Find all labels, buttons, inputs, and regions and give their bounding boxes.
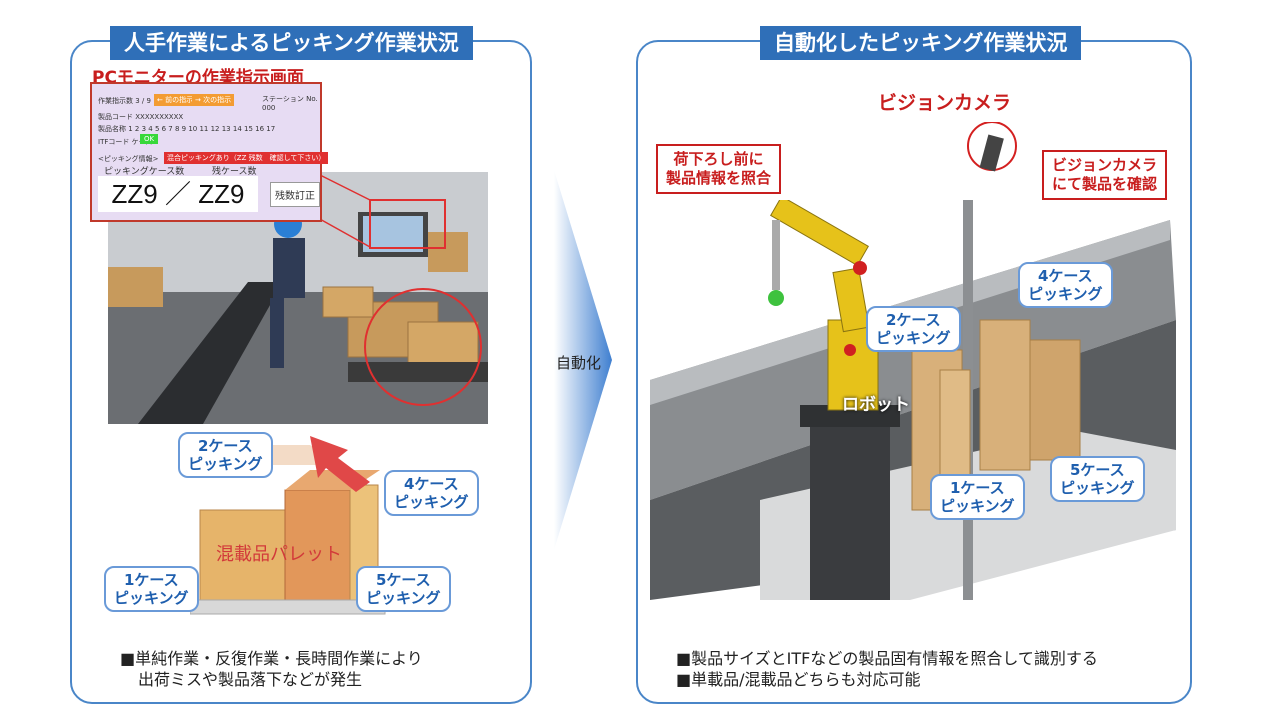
mixed-alert: 混合ピッキングあり（ZZ 残数 確認して下さい） [164,152,329,164]
screen-row4: ITFコード ケース [98,138,153,146]
manual-panel-title: 人手作業によるピッキング作業状況 [110,26,473,60]
warehouse-scene [108,172,488,424]
right-bullet-1: ■製品サイズとITFなどの製品固有情報を照合して識別する [676,649,1098,668]
screen-row5: <ピッキング情報> [98,155,159,163]
pick-case-label: ピッキングケース数 [104,167,185,177]
screen-row3: 製品名称 1 2 3 4 5 6 7 8 9 10 11 12 13 14 15… [98,125,276,133]
pallet-label: 混載品パレット [216,544,342,565]
right-callout-5-case: 5ケース ピッキング [1050,456,1145,502]
left-callout-1-case: 1ケース ピッキング [104,566,199,612]
vision-camera-icon [967,122,1017,172]
screen-row2: 製品コード XXXXXXXXXX [98,113,184,121]
robot-label: ロボット [842,395,910,415]
camera-confirm-box: ビジョンカメラ にて製品を確認 [1042,150,1168,200]
automation-arrow-icon [554,170,612,550]
left-bullet-1: ■単純作業・反復作業・長時間作業により [120,649,423,668]
station-no: ステーション No. 000 [262,95,318,112]
monitor-screen: 作業指示数 3 / 9 ← 前の指示 → 次の指示 ステーション No. 000… [90,82,329,222]
left-callout-5-case: 5ケース ピッキング [356,566,451,612]
itf-ok-badge: OK [140,134,159,144]
pick-arrow-icon [310,436,370,492]
automation-label: 自動化 [556,354,602,372]
robot-cell-illustration [650,200,1176,600]
right-callout-4-case: 4ケース ピッキング [1018,262,1113,308]
right-bullet-2: ■単載品/混載品どちらも対応可能 [676,670,921,689]
screen-row1: 作業指示数 3 / 9 [98,97,151,105]
right-callout-1-case: 1ケース ピッキング [930,474,1025,520]
next-button[interactable]: → 次の指示 [192,94,235,106]
verify-before-unload-box: 荷下ろし前に 製品情報を照合 [656,144,782,194]
left-callout-2-case: 2ケース ピッキング [178,432,273,478]
remain-case-label: 残ケース数 [212,167,257,177]
left-callout-4-case: 4ケース ピッキング [384,470,479,516]
correct-count-button[interactable]: 残数訂正 [270,182,320,207]
left-bullet-2: 出荷ミスや製品落下などが発生 [138,670,363,689]
vision-camera-label: ビジョンカメラ [878,92,1012,114]
right-callout-2-case: 2ケース ピッキング [866,306,961,352]
automated-panel-title: 自動化したピッキング作業状況 [760,26,1082,60]
case-count-display: ZZ9 ／ ZZ9 [98,176,258,212]
prev-button[interactable]: ← 前の指示 [154,94,197,106]
